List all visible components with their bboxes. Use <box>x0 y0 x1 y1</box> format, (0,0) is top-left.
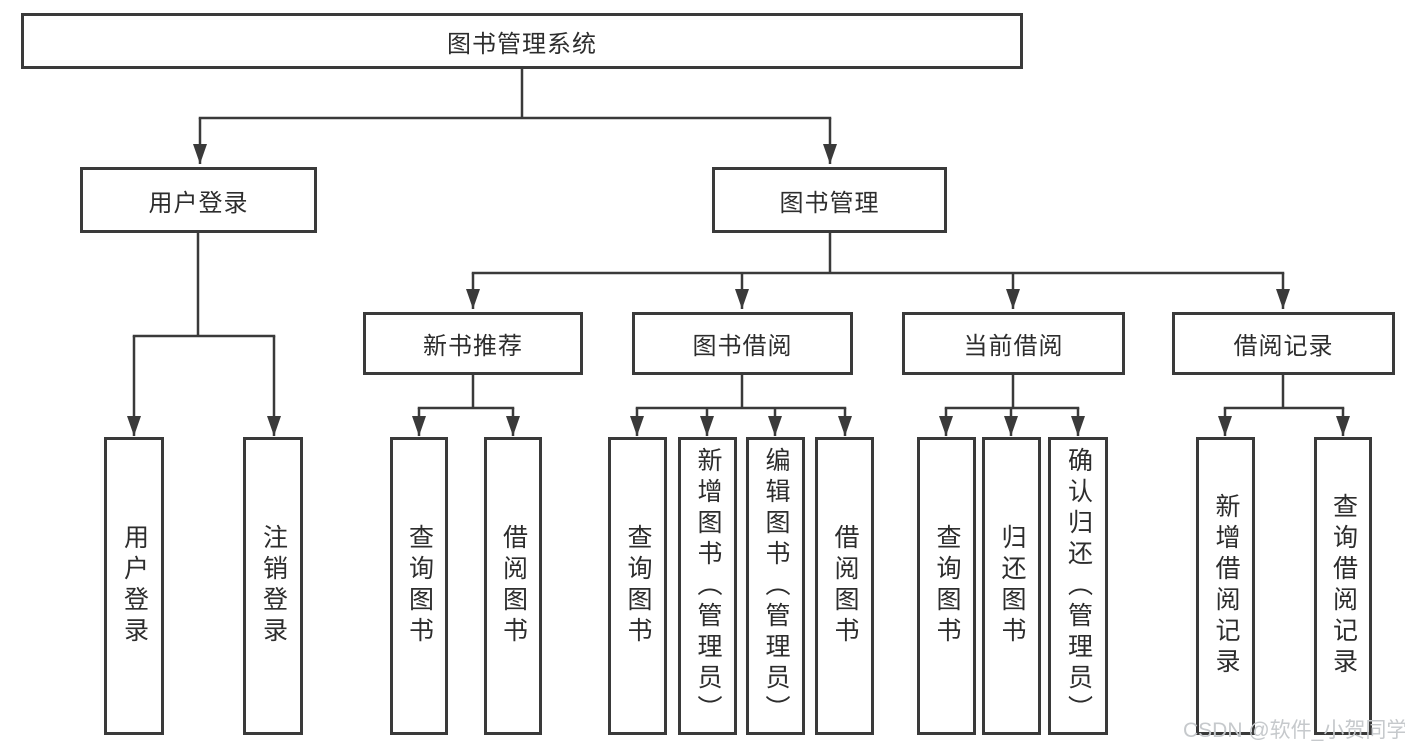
node-borrow-books-recommend: 借阅图书 <box>484 437 542 735</box>
node-current-borrowing: 当前借阅 <box>902 312 1125 375</box>
node-return-books: 归还图书 <box>982 437 1041 735</box>
node-borrow-books: 借阅图书 <box>815 437 874 735</box>
node-borrowing-records: 借阅记录 <box>1172 312 1395 375</box>
node-edit-books-admin: 编辑图书（管理员） <box>746 437 805 735</box>
node-query-books-current: 查询图书 <box>917 437 976 735</box>
node-query-books-borrow: 查询图书 <box>608 437 667 735</box>
node-user-login-leaf: 用户登录 <box>104 437 164 735</box>
watermark: CSDN @软件_小贺同学 <box>1183 719 1405 742</box>
node-book-management: 图书管理 <box>712 167 947 233</box>
node-user-login: 用户登录 <box>80 167 317 233</box>
node-add-books-admin: 新增图书（管理员） <box>678 437 737 735</box>
node-query-borrow-record: 查询借阅记录 <box>1314 437 1372 735</box>
node-logout: 注销登录 <box>243 437 303 735</box>
node-new-book-recommendation: 新书推荐 <box>363 312 583 375</box>
node-add-borrow-record: 新增借阅记录 <box>1196 437 1255 735</box>
node-query-books-recommend: 查询图书 <box>390 437 448 735</box>
node-library-management-system: 图书管理系统 <box>21 13 1023 69</box>
node-confirm-return-admin: 确认归还（管理员） <box>1048 437 1108 735</box>
node-book-borrowing: 图书借阅 <box>632 312 853 375</box>
